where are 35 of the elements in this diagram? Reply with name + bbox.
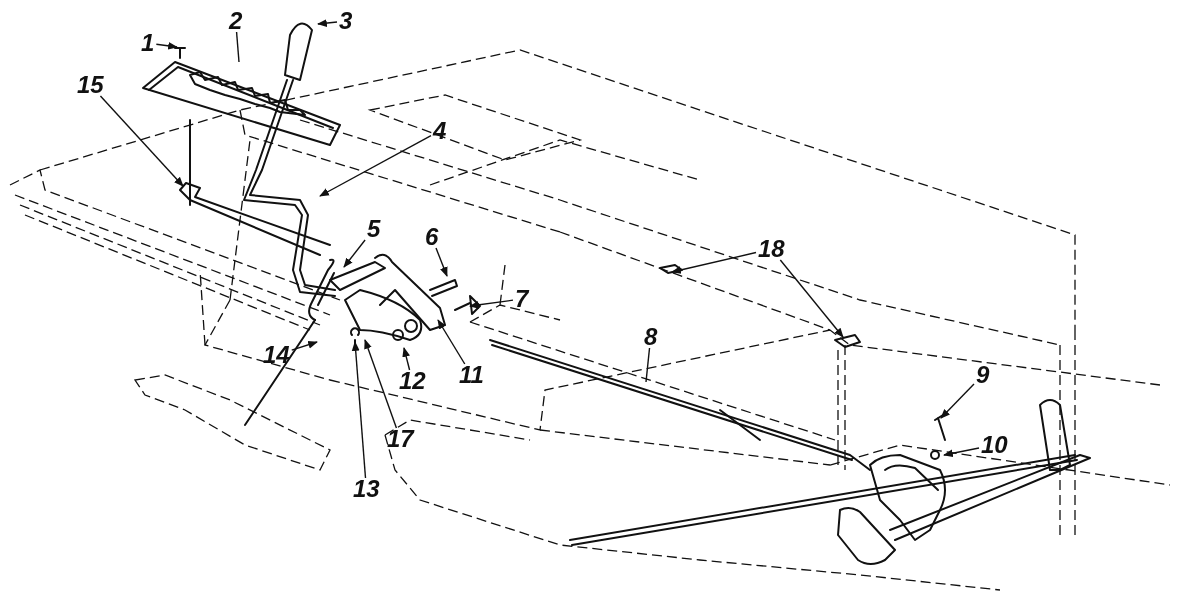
leader-line [317, 19, 338, 27]
callout-number: 12 [398, 368, 427, 394]
callout-number: 15 [76, 72, 105, 98]
callout-number: 9 [975, 362, 991, 388]
callout-number: 2 [228, 8, 244, 34]
leader-line [402, 347, 411, 371]
leader-line [99, 95, 184, 187]
callout-number: 1 [140, 30, 156, 56]
callout-number: 3 [338, 8, 354, 34]
leader-line [364, 339, 398, 429]
leader-line [435, 247, 448, 277]
callout-number: 7 [514, 286, 530, 312]
leader-line [235, 31, 240, 63]
leader-line [437, 319, 466, 365]
leader-line [351, 341, 367, 479]
callout-number: 10 [980, 432, 1009, 458]
leader-line [943, 447, 980, 458]
leader-line [779, 259, 844, 338]
leader-line [671, 251, 757, 274]
callout-number: 14 [262, 342, 291, 368]
leader-line [291, 340, 318, 351]
callout-number: 17 [386, 426, 415, 452]
leader-line [645, 347, 651, 383]
leader-line [469, 299, 514, 309]
callout-number: 11 [458, 362, 485, 388]
callout-number: 5 [366, 216, 382, 242]
callout-number: 4 [432, 118, 448, 144]
callout-number: 18 [757, 236, 786, 262]
leader-line [940, 383, 975, 419]
callout-number: 6 [424, 224, 440, 250]
callout-number: 8 [643, 324, 659, 350]
leader-line [343, 239, 366, 268]
leader-line [155, 41, 178, 50]
callout-number: 13 [352, 476, 381, 502]
leader-line [319, 135, 432, 197]
